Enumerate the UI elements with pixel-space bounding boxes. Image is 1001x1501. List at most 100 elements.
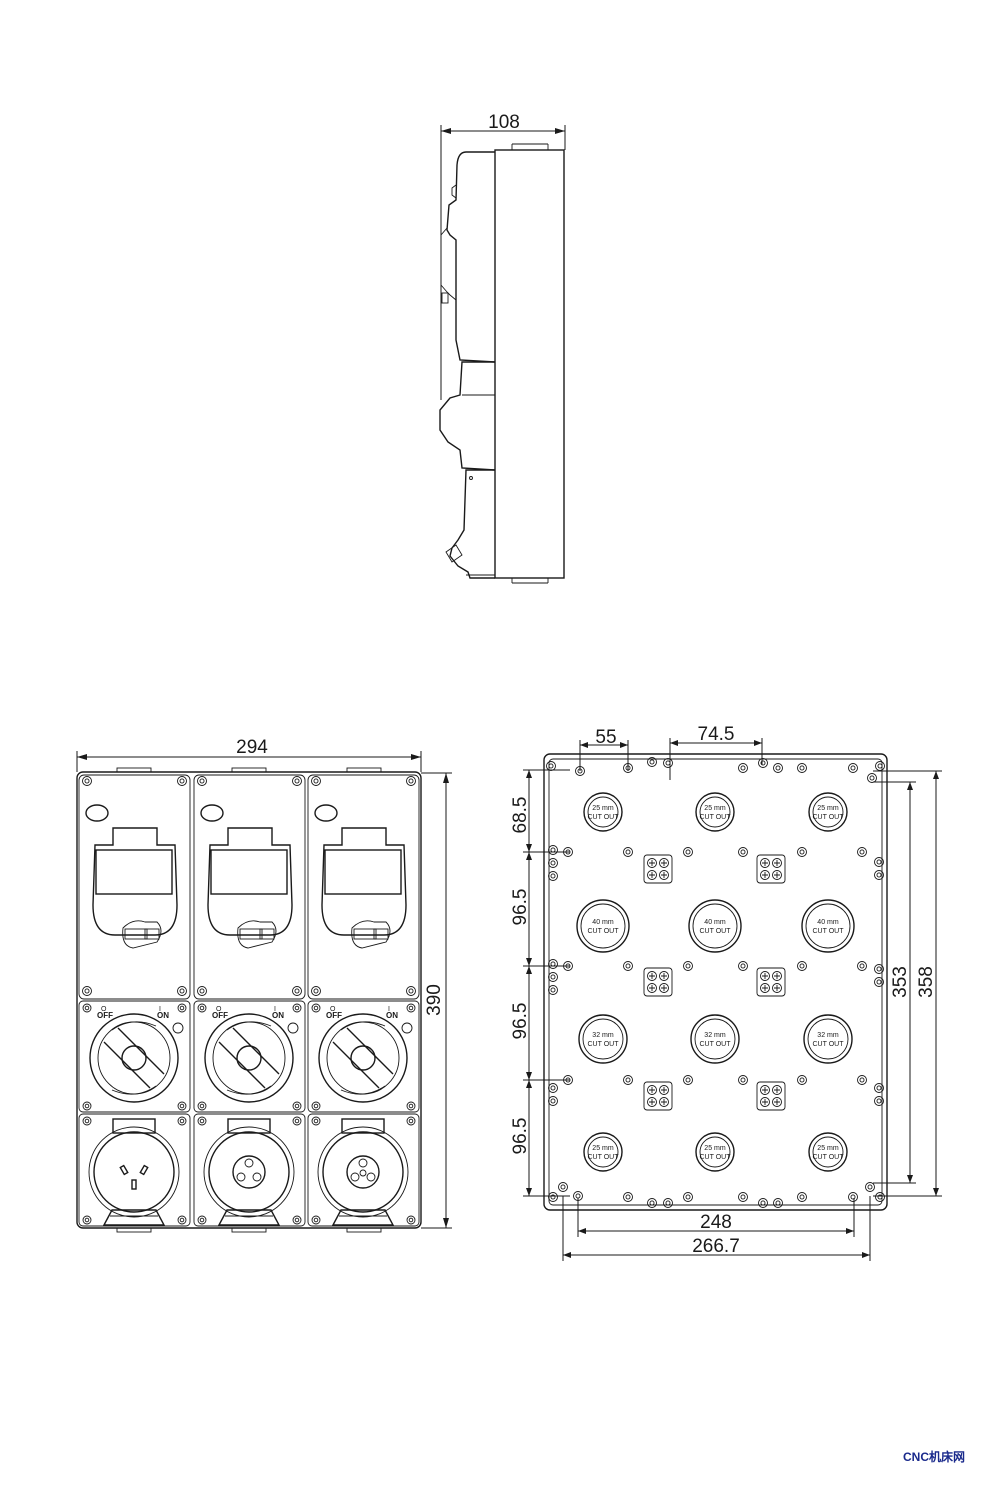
screw-hole	[177, 1116, 187, 1126]
switch-zero-label: O	[330, 1006, 336, 1013]
switch-off-label: OFF	[212, 1011, 228, 1020]
socket-flap-hinge	[217, 1209, 281, 1226]
breaker-window-housing	[321, 827, 407, 936]
screw-hole	[797, 847, 807, 857]
switch-knob-center	[236, 1045, 262, 1071]
cutout-size: 25 mm	[704, 805, 726, 812]
cutout-label: CUT OUT	[813, 1154, 845, 1161]
switch-bezel	[89, 1013, 179, 1103]
screw-hole	[546, 761, 556, 771]
screw-hole	[683, 961, 693, 971]
screw-hole	[548, 1083, 558, 1093]
screw-hole	[197, 1003, 207, 1013]
screw-hole	[406, 1101, 416, 1111]
screw-hole	[82, 986, 92, 996]
terminal-block	[643, 1081, 673, 1111]
switch-bezel	[318, 1013, 408, 1103]
side-view: 108	[439, 112, 566, 584]
dim-back-248: 248	[700, 1212, 732, 1233]
screw-hole	[874, 964, 884, 974]
socket-insert	[346, 1155, 380, 1189]
screw-hole	[848, 1192, 858, 1202]
screw-hole	[406, 1215, 416, 1225]
screw-hole	[292, 1101, 302, 1111]
socket-pin	[359, 1169, 367, 1177]
socket-pin	[366, 1172, 376, 1182]
screw-hole	[548, 871, 558, 881]
switch-on-label: ON	[386, 1011, 398, 1020]
breaker-window	[210, 849, 288, 895]
screw-hole	[773, 1198, 783, 1208]
terminal-block	[756, 1081, 786, 1111]
screw-hole	[292, 986, 302, 996]
screw-hole	[197, 1116, 207, 1126]
screw-hole	[292, 776, 302, 786]
switch-one-label: I	[159, 1006, 161, 1013]
socket-label-plate	[227, 1118, 271, 1134]
screw-hole	[311, 986, 321, 996]
socket-face	[93, 1131, 175, 1213]
indicator-light	[314, 804, 338, 822]
screw-hole	[683, 1192, 693, 1202]
cutout-size: 40 mm	[817, 919, 839, 926]
socket-label-plate	[112, 1118, 156, 1134]
screw-hole	[623, 847, 633, 857]
switch-one-label: I	[274, 1006, 276, 1013]
screw-hole	[623, 1192, 633, 1202]
screw-hole	[738, 847, 748, 857]
latch	[351, 920, 391, 949]
latch	[122, 920, 162, 949]
switch-on-label: ON	[157, 1011, 169, 1020]
cutout-size: 25 mm	[592, 805, 614, 812]
screw-hole	[548, 985, 558, 995]
screw-hole	[82, 1101, 92, 1111]
breaker-window-housing	[92, 827, 178, 936]
screw-hole	[758, 758, 768, 768]
watermark: CNC机床网	[903, 1450, 965, 1464]
indicator-light	[85, 804, 109, 822]
screw-hole	[406, 986, 416, 996]
screw-hole	[683, 1075, 693, 1085]
dim-front-height: 390	[424, 984, 445, 1016]
dim-back-353: 353	[890, 966, 911, 998]
terminal-block	[756, 854, 786, 884]
cutout-size: 25 mm	[592, 1145, 614, 1152]
cutout-label: CUT OUT	[700, 928, 732, 935]
switch-zero-label: O	[216, 1006, 222, 1013]
cutout-size: 25 mm	[704, 1145, 726, 1152]
screw-hole	[874, 1096, 884, 1106]
screw-hole	[197, 776, 207, 786]
screw-hole	[738, 1192, 748, 1202]
screw-hole	[177, 986, 187, 996]
switch-one-label: I	[388, 1006, 390, 1013]
socket-flap-hinge	[102, 1209, 166, 1226]
screw-hole	[311, 776, 321, 786]
switch-knob-center	[121, 1045, 147, 1071]
screw-hole	[874, 977, 884, 987]
screw-hole	[683, 847, 693, 857]
screw-hole	[82, 1215, 92, 1225]
screw-hole	[874, 1083, 884, 1093]
screw-hole	[548, 972, 558, 982]
cutout-size: 32 mm	[592, 1032, 614, 1039]
terminal-block	[756, 967, 786, 997]
screw-hole	[797, 1075, 807, 1085]
socket-label-plate	[341, 1118, 385, 1134]
socket-pin	[139, 1164, 149, 1176]
screw-hole	[797, 1192, 807, 1202]
socket-face	[208, 1131, 290, 1213]
dim-back-96-5-a: 96.5	[510, 889, 531, 926]
switch-handle	[103, 1027, 165, 1089]
socket-module	[78, 1113, 191, 1227]
screw-hole	[758, 1198, 768, 1208]
screw-hole	[874, 870, 884, 880]
screw-hole	[875, 761, 885, 771]
